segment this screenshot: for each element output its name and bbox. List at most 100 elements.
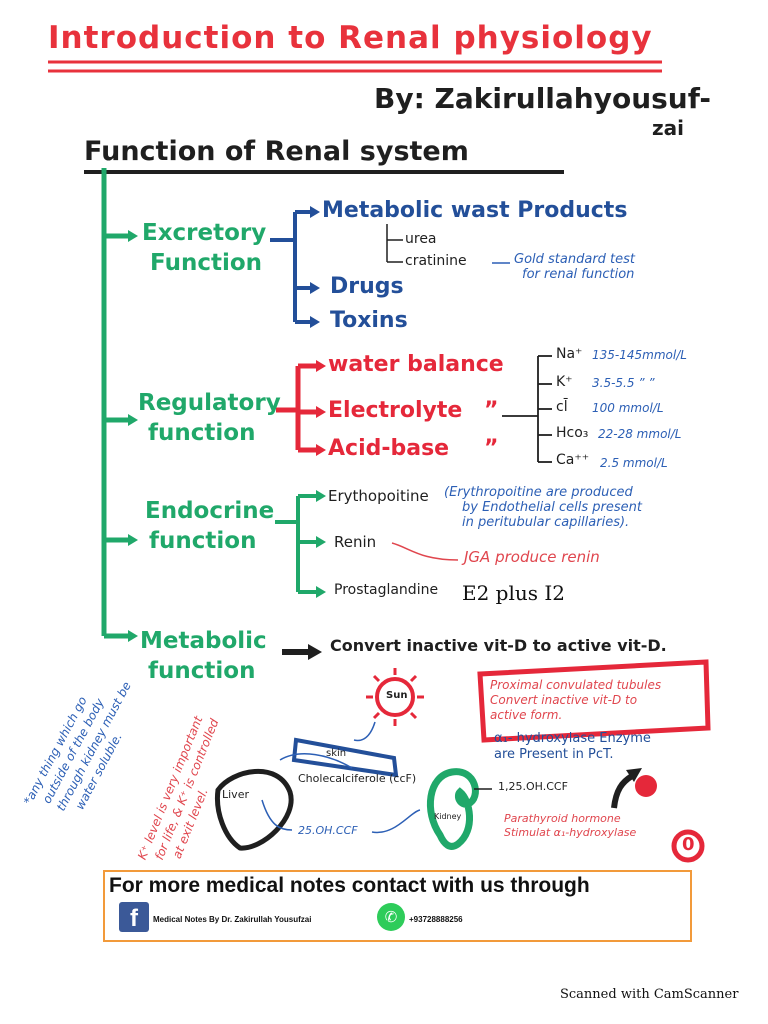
sun-label: Sun bbox=[386, 690, 408, 701]
green-trunk bbox=[101, 168, 128, 639]
regulatory-branches bbox=[276, 363, 318, 453]
excretory-label: Excretory Function bbox=[142, 218, 266, 278]
acid-base-ditto: ” bbox=[484, 436, 499, 461]
ion-hco3-value: 22-28 mmol/L bbox=[598, 427, 682, 441]
metabolic-label-line-1: Metabolic bbox=[140, 628, 267, 654]
positive-marker bbox=[635, 775, 657, 797]
sun-icon bbox=[366, 668, 424, 726]
facebook-icon[interactable]: f bbox=[119, 902, 149, 932]
sun-to-skin-arrow bbox=[353, 721, 376, 742]
renin-note: JGA produce renin bbox=[464, 548, 600, 566]
excretory-label-line-2: Function bbox=[150, 250, 263, 276]
enzyme-note: α₁- hydroxylase Enzyme are Present in Pc… bbox=[494, 731, 651, 763]
creatinine-label: cratinine bbox=[405, 253, 467, 269]
author-line-1: By: Zakirullahyousuf- bbox=[374, 82, 712, 115]
ccf-to-liver-arrow bbox=[279, 753, 353, 769]
kidney-label: Kidney bbox=[434, 812, 462, 821]
cholecalciferol-label: Cholecalciferole (ccF) bbox=[298, 772, 417, 785]
endocrine-label: Endocrine function bbox=[145, 496, 274, 556]
125oh-label: 1,25.OH.CCF bbox=[498, 780, 568, 793]
liver-label: Liver bbox=[222, 788, 249, 801]
footer-banner: For more medical notes contact with us t… bbox=[103, 870, 692, 942]
metabolic-waste-label: Metabolic wast Products bbox=[322, 198, 628, 223]
enzyme-note-line-2: are Present in PcT. bbox=[494, 747, 614, 762]
25oh-to-kidney-arrow bbox=[371, 809, 421, 834]
pct-box bbox=[477, 659, 711, 743]
regulatory-arrowheads bbox=[316, 360, 326, 456]
erythropoietin-note: (Erythropoitine are produced by Endothel… bbox=[444, 485, 642, 530]
gold-standard-note: Gold standard test for renal function bbox=[514, 252, 635, 282]
electrolyte-label: Electrolyte bbox=[328, 398, 463, 423]
pct-note-line-1: Proximal convulated tubules bbox=[490, 678, 662, 692]
footer-title: For more medical notes contact with us t… bbox=[109, 874, 590, 897]
water-balance-label: water balance bbox=[328, 352, 504, 377]
endocrine-arrowheads bbox=[316, 490, 326, 598]
ion-cl: cl̄ bbox=[556, 399, 568, 415]
endocrine-label-line-1: Endocrine bbox=[145, 498, 275, 524]
prostaglandin-typed: E2 plus I2 bbox=[462, 581, 566, 605]
green-arrowheads bbox=[128, 230, 138, 642]
ery-note-line-1: (Erythropoitine are produced bbox=[444, 485, 633, 500]
liver-to-25oh-arrow bbox=[261, 799, 293, 831]
regulatory-label-line-2: function bbox=[148, 420, 256, 446]
scanner-watermark: Scanned with CamScanner bbox=[560, 987, 739, 1002]
renin-label: Renin bbox=[334, 533, 377, 551]
erythropoietin-label: Erythopoitine bbox=[328, 487, 429, 505]
toxins-label: Toxins bbox=[330, 308, 408, 333]
metabolic-text: Convert inactive vit-D to active vit-D. bbox=[330, 636, 667, 655]
page-mark: 0 bbox=[682, 834, 695, 855]
pct-note-line-2: Convert inactive vit-D to bbox=[490, 693, 638, 707]
excretory-arrowheads bbox=[310, 206, 320, 328]
ion-cl-value: 100 mmol/L bbox=[592, 401, 664, 415]
section-heading: Function of Renal system bbox=[84, 136, 469, 167]
ery-note-line-3: in peritubular capillaries). bbox=[462, 515, 630, 530]
pth-arrowhead bbox=[626, 768, 642, 782]
metabolic-label: Metabolic function bbox=[140, 626, 267, 686]
endocrine-label-line-2: function bbox=[149, 528, 257, 554]
urea-branch bbox=[386, 224, 510, 264]
ion-hco3: Hco₃ bbox=[556, 425, 589, 441]
gold-note-line-2: for renal function bbox=[522, 267, 635, 282]
liver-shape bbox=[214, 768, 294, 851]
skin-shape bbox=[291, 737, 399, 778]
pth-note-line-2: Stimulat α₁-hydroxylase bbox=[504, 826, 637, 839]
pct-note: Proximal convulated tubules Convert inac… bbox=[490, 678, 661, 723]
excretory-label-line-1: Excretory bbox=[142, 220, 267, 246]
pth-arrow bbox=[611, 773, 634, 809]
enzyme-note-line-1: α₁- hydroxylase Enzyme bbox=[494, 731, 651, 746]
regulatory-label-line-1: Regulatory bbox=[138, 390, 281, 416]
page-mark-circle bbox=[671, 829, 705, 863]
ion-na-value: 135-145mmol/L bbox=[592, 348, 687, 362]
25oh-label: 25.OH.CCF bbox=[298, 824, 358, 837]
kidney-shape bbox=[426, 768, 479, 850]
metabolic-arrowhead bbox=[308, 644, 322, 660]
endocrine-branches bbox=[275, 494, 318, 594]
metabolic-label-line-2: function bbox=[148, 658, 256, 684]
ion-ca-value: 2.5 mmol/L bbox=[600, 456, 668, 470]
page-title: Introduction to Renal physiology bbox=[48, 20, 653, 56]
prostaglandin-label: Prostaglandine bbox=[334, 582, 439, 598]
ion-k-value: 3.5-5.5 ” ” bbox=[592, 376, 655, 390]
facebook-page-name[interactable]: Medical Notes By Dr. Zakirullah Yousufza… bbox=[153, 915, 312, 924]
renin-arrow bbox=[391, 542, 459, 561]
electrolyte-ditto: ” bbox=[484, 398, 499, 423]
pth-note-line-1: Parathyroid hormone bbox=[504, 812, 621, 825]
regulatory-label: Regulatory function bbox=[138, 388, 281, 448]
phone-number[interactable]: +93728888256 bbox=[409, 915, 463, 924]
acid-base-label: Acid-base bbox=[328, 436, 450, 461]
ion-na: Na⁺ bbox=[556, 346, 583, 362]
gold-note-line-1: Gold standard test bbox=[514, 252, 636, 267]
excretory-branches bbox=[270, 210, 312, 324]
ion-branches bbox=[502, 355, 552, 463]
pth-note: Parathyroid hormone Stimulat α₁-hydroxyl… bbox=[504, 812, 636, 840]
ion-ca: Ca⁺⁺ bbox=[556, 452, 590, 468]
skin-label: skin bbox=[326, 748, 347, 759]
ery-note-line-2: by Endothelial cells present bbox=[462, 500, 642, 515]
whatsapp-icon[interactable]: ✆ bbox=[377, 903, 405, 931]
drugs-label: Drugs bbox=[330, 274, 404, 299]
pct-note-line-3: active form. bbox=[490, 708, 563, 722]
ion-k: K⁺ bbox=[556, 374, 573, 390]
urea-label: urea bbox=[405, 231, 437, 247]
author-line-2: zai bbox=[652, 116, 684, 140]
